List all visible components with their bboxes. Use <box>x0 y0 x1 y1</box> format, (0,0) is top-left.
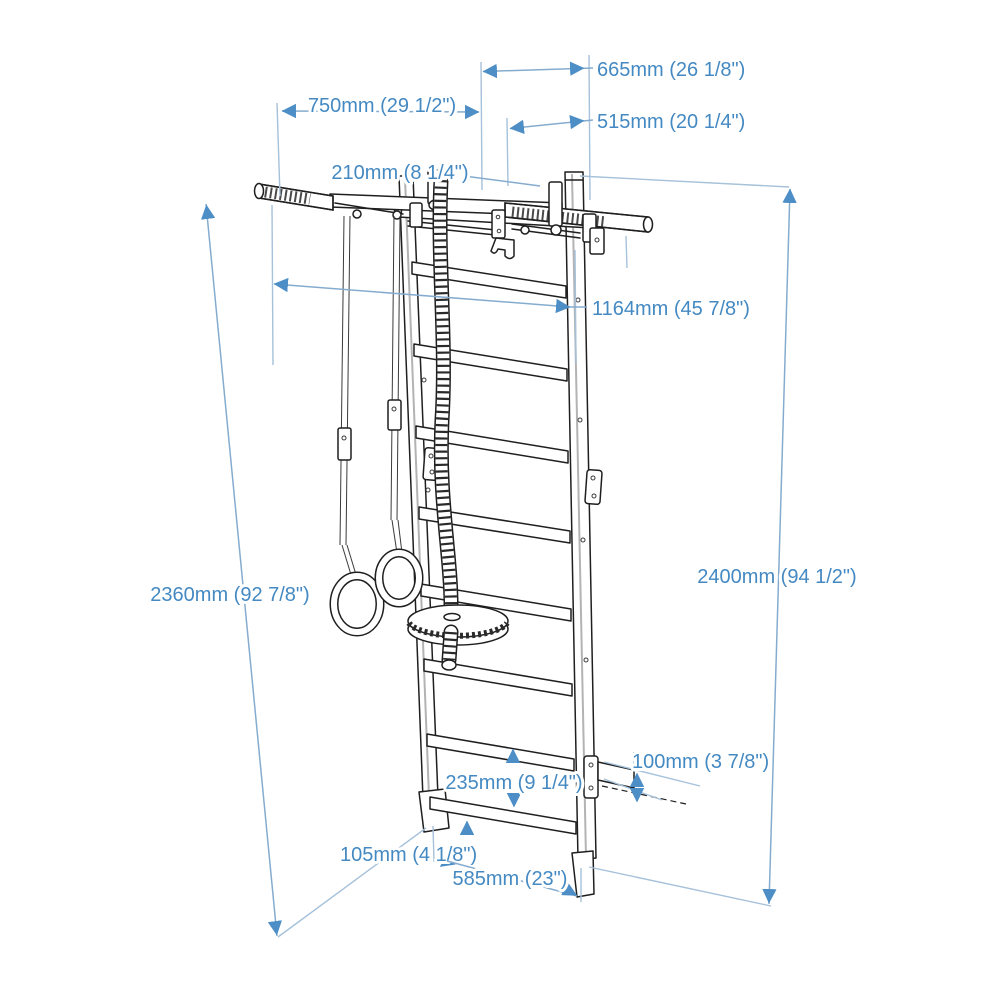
dimension-750-label: 750mm (29 1/2") <box>308 95 456 117</box>
dimension-100-label: 100mm (3 7/8") <box>632 751 769 773</box>
gymnastic-rings <box>329 215 424 637</box>
climbing-rope <box>432 172 459 620</box>
dimension-585-label: 585mm (23") <box>453 868 568 890</box>
dimension-105-label: 105mm (4 1/8") <box>340 844 477 866</box>
dimension-105: 105mm (4 1/8") <box>337 820 480 869</box>
rope-end-knot <box>441 659 457 671</box>
dimension-2360-label: 2360mm (92 7/8") <box>150 584 309 606</box>
dimension-750: 750mm (29 1/2") <box>281 92 480 120</box>
ladder <box>398 171 687 898</box>
left-grip <box>253 182 334 211</box>
dimension-235-label: 235mm (9 1/4") <box>445 772 582 794</box>
rope-disc-seat <box>406 604 510 671</box>
dimension-235: 235mm (9 1/4") <box>442 748 586 808</box>
wall-brackets <box>422 447 687 805</box>
dimension-515-label: 515mm (20 1/4") <box>597 111 745 133</box>
dimension-2360: 2360mm (92 7/8") <box>147 203 313 937</box>
ladder-left-rail <box>398 175 450 833</box>
dimension-2400: 2400mm (94 1/2") <box>694 188 860 905</box>
ring-left <box>329 571 385 637</box>
dimension-1164: 1164mm (45 7/8") <box>273 277 753 323</box>
ladder-rungs <box>411 261 577 835</box>
ring-right <box>374 548 424 608</box>
dimension-210-label: 210mm (8 1/4") <box>331 162 468 184</box>
dimension-665-label: 665mm (26 1/8") <box>597 59 745 81</box>
dimension-515: 515mm (20 1/4") <box>509 108 748 136</box>
right-rail-foot <box>571 850 595 898</box>
dimension-210: 210mm (8 1/4") <box>328 159 541 187</box>
dimension-585: 585mm (23") <box>446 860 578 897</box>
bottom-wall-bracket <box>583 755 687 805</box>
dimension-2400-label: 2400mm (94 1/2") <box>697 566 856 588</box>
dimension-annotations: 750mm (29 1/2") 665mm (26 1/8") 515mm (2… <box>147 54 860 938</box>
dimension-1164-label: 1164mm (45 7/8") <box>592 298 750 320</box>
dimension-665: 665mm (26 1/8") <box>482 56 748 84</box>
dimension-100: 100mm (3 7/8") <box>629 748 772 803</box>
